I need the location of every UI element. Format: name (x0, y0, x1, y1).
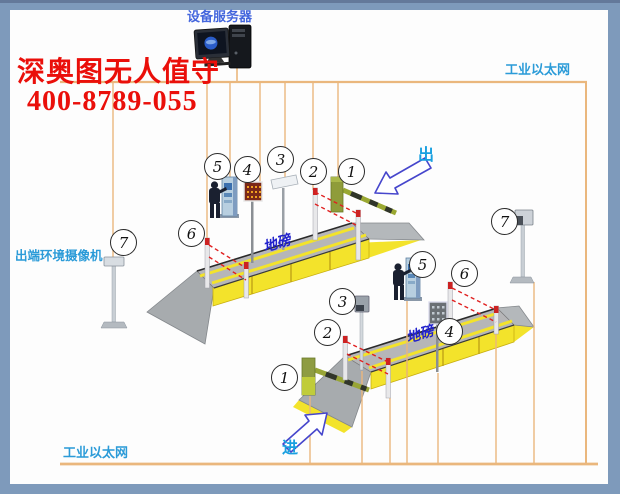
barrier-cabinet (330, 176, 344, 213)
operator-torso (209, 188, 220, 204)
wb1-edge-near (213, 238, 370, 289)
camera-lens (515, 216, 523, 225)
barrier-cabinet-top (331, 177, 343, 182)
led-pole (251, 200, 254, 263)
ir-posts (204, 187, 361, 299)
brand-title: 深奥图无人值守 (17, 57, 221, 88)
operator-torso (393, 270, 404, 286)
wb1-led-display (243, 181, 263, 263)
right-camera (509, 209, 535, 284)
equipment-server (193, 24, 252, 69)
camera-lens (356, 305, 364, 311)
callout-wb2-4: 4 (436, 318, 463, 345)
exit-arrow (374, 157, 432, 195)
kiosk-side (416, 258, 420, 298)
kiosk-slot (224, 200, 232, 203)
wb1-skirt-joints (251, 252, 331, 294)
server-button (234, 51, 238, 55)
operator-arm (402, 269, 411, 276)
camera-base (509, 276, 535, 284)
operator-leg (394, 285, 398, 300)
ir-beams (346, 287, 497, 375)
callout-wb2-1: 1 (271, 364, 298, 391)
enter-direction-label: 进 (282, 440, 299, 457)
callout-wb1-3: 3 (267, 146, 294, 173)
wb1-stripe-far (199, 226, 355, 278)
callout-wb1-2: 2 (300, 158, 327, 185)
callout-wb2-7: 7 (491, 208, 518, 235)
wb1-operator (209, 181, 227, 218)
led-dots (432, 306, 445, 321)
callout-wb2-6: 6 (451, 260, 478, 287)
callout-wb1-1: 1 (338, 158, 365, 185)
barrier-arm (314, 367, 370, 393)
wb1-barrier-gate (330, 176, 397, 216)
callout-wb1-6: 6 (178, 220, 205, 247)
weighbridge1-platform (146, 222, 425, 345)
wb1-skirt-right-wedge (355, 240, 421, 258)
operator-leg (400, 285, 404, 300)
wb1-stripe-near (211, 233, 367, 285)
wb2-edge-far (344, 307, 498, 357)
camera-pole (111, 265, 116, 323)
server-label: 设备服务器 (187, 9, 253, 24)
wb2-barrier-gate (301, 357, 370, 396)
enter-arrow (282, 412, 328, 453)
kiosk-panel (224, 193, 232, 197)
callout-wb2-3: 3 (329, 288, 356, 315)
callout-wb2-5: 5 (409, 251, 436, 278)
wb1-edge-far (196, 222, 353, 272)
exit-direction-label: 出 (418, 147, 435, 164)
ir-beams (208, 191, 359, 281)
camera-pole (520, 223, 525, 278)
wb2-operator (393, 263, 411, 300)
camera-base (100, 321, 128, 329)
wb1-light-barrier (204, 187, 361, 299)
ethernet-label-bottom: 工业以太网 (63, 445, 129, 460)
exit-environment-camera (100, 256, 128, 329)
callout-wb1-7: 7 (110, 229, 137, 256)
kiosk-base (404, 297, 422, 301)
server-bay1 (232, 29, 245, 32)
wb2-stripe-near (368, 319, 513, 370)
ethernet-lines (60, 66, 598, 466)
led-dots (247, 186, 261, 198)
callout-wb1-4: 4 (234, 156, 261, 183)
operator-head (394, 263, 402, 271)
kiosk-panel (408, 274, 415, 278)
brand-phone: 400-8789-055 (27, 86, 198, 117)
callout-wb2-2: 2 (314, 319, 341, 346)
wb2-edge-near (370, 324, 515, 373)
wb1-ramp-left (146, 270, 215, 345)
sign-pole (282, 188, 285, 250)
wb1-kiosk (220, 176, 239, 218)
barrier-arm-stripes (324, 371, 368, 392)
operator-head (210, 181, 219, 189)
exit-camera-label: 出端环境摄像机 (15, 249, 103, 263)
wb2-light-barrier (342, 281, 499, 399)
kiosk-screen (224, 183, 232, 190)
ethernet-label-top: 工业以太网 (505, 62, 571, 77)
kiosk-side (233, 177, 237, 216)
kiosk-slot (408, 281, 415, 284)
operator-arm (218, 187, 227, 194)
operator-leg (216, 203, 220, 218)
wb2-stripe-far (347, 311, 499, 362)
operator-leg (210, 203, 214, 218)
barrier-arm-stripes (350, 191, 393, 214)
wb2-camera (354, 295, 370, 371)
led-pole (436, 324, 439, 372)
callout-wb1-5: 5 (204, 153, 231, 180)
server-bay2 (232, 34, 245, 37)
wb2-skirt-right-wedge (514, 325, 534, 342)
camera-head (103, 256, 125, 267)
barrier-cabinet-lower (302, 377, 315, 395)
wb1-info-sign (270, 174, 299, 250)
server-monitor (193, 27, 231, 67)
sign-panel (270, 174, 299, 190)
